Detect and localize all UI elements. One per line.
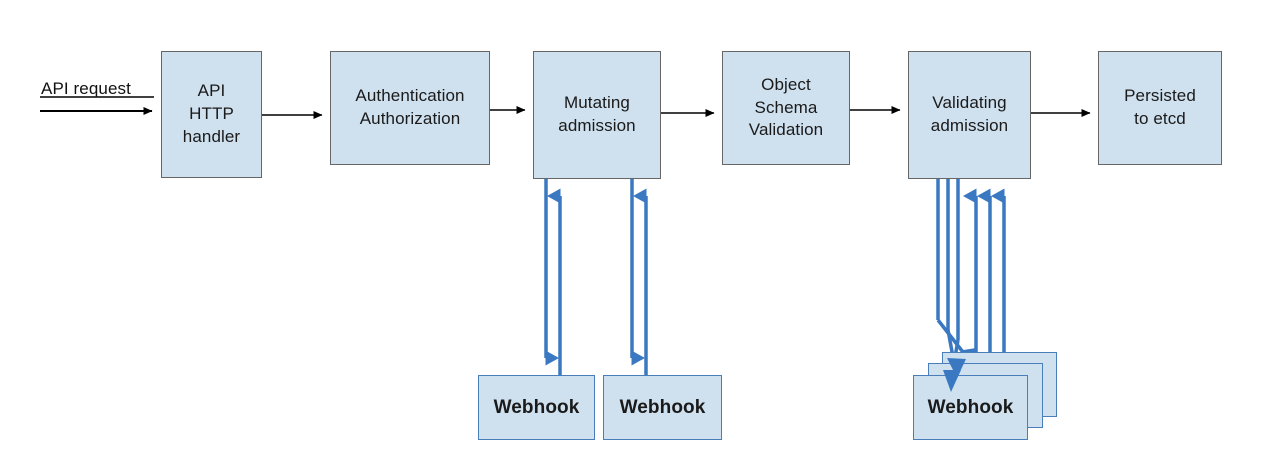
stage-box-validating-admission[interactable]: Validating admission [908,51,1031,179]
connector-validating-call-webhook-1 [949,179,964,388]
stage-box-mutating-admission[interactable]: Mutating admission [533,51,661,179]
webhook-box-validating-front[interactable]: Webhook [913,375,1028,440]
stage-box-api-http-handler[interactable]: API HTTP handler [161,51,262,178]
webhook-box-mutating-1[interactable]: Webhook [478,375,595,440]
webhook-box-mutating-2[interactable]: Webhook [603,375,722,440]
connector-validating-call-webhook-2 [946,179,968,376]
stage-box-object-schema-validation[interactable]: Object Schema Validation [722,51,850,165]
connector-validating-call-webhook-3 [936,179,977,363]
stage-box-persisted-to-etcd[interactable]: Persisted to etcd [1098,51,1222,165]
stage-box-authentication-authorization[interactable]: Authentication Authorization [330,51,490,165]
connector-entry-to-api-handler [40,96,154,115]
api-request-label: API request [41,79,131,98]
